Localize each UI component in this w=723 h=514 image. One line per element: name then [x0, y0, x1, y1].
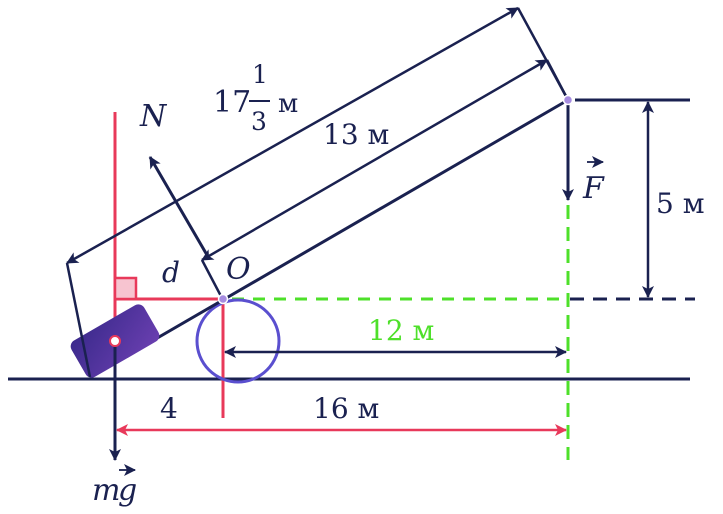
pivot-circle — [195, 298, 281, 384]
label-17-unit: м — [278, 89, 298, 119]
right-angle-marker — [113, 276, 138, 301]
label-4: 4 — [160, 392, 178, 425]
label-17-denominator: 3 — [251, 107, 267, 136]
label-12: 12 м — [368, 314, 434, 347]
label-17-whole: 17 — [213, 85, 251, 120]
dim-13-ext-right — [545, 59, 570, 101]
label-n: N — [139, 99, 168, 134]
label-5: 5 м — [656, 187, 705, 220]
pivot-dot — [217, 293, 229, 305]
force-point-dot — [562, 94, 574, 106]
label-o: O — [226, 252, 251, 287]
label-16: 16 м — [313, 392, 379, 425]
label-f: F — [582, 171, 605, 206]
label-mg-g: g — [118, 473, 137, 508]
block-center-dot — [109, 335, 121, 347]
label-13: 13 м — [323, 118, 389, 151]
normal-force-arrow — [148, 156, 209, 256]
dim-13-ext-left — [200, 259, 225, 301]
dim-17-arrow — [66, 6, 519, 265]
label-17-numerator: 1 — [252, 60, 268, 89]
label-mg-m: m — [92, 473, 120, 508]
dim-13-arrow — [201, 58, 548, 262]
dim-17-ext-left — [65, 262, 92, 378]
label-d: d — [162, 256, 180, 289]
